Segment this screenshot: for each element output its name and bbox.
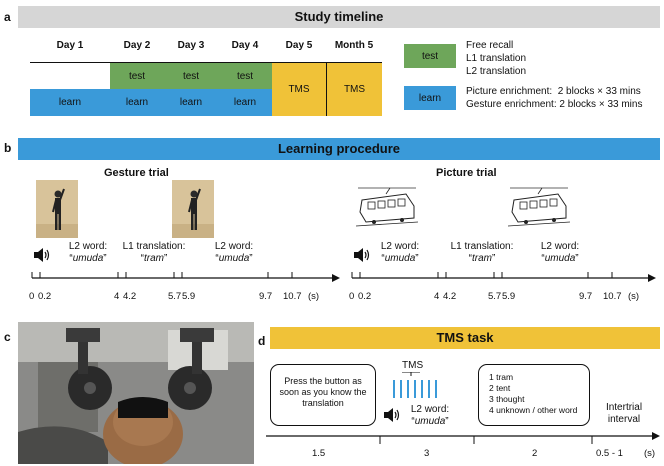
learn-cell-day2: learn <box>110 89 164 116</box>
picture-l1-translation: L1 translation:“tram” <box>450 241 514 264</box>
l2-label: L2 word: <box>540 241 580 252</box>
legend-test-line-2: L1 translation <box>466 53 527 64</box>
timeline-table: Day 1 Day 2 Day 3 Day 4 Day 5 Month 5 te… <box>30 36 382 116</box>
l1-label: L1 translation: <box>450 241 514 252</box>
tram-drawing-1 <box>356 184 418 230</box>
l2-value: umuda <box>72 253 104 264</box>
gesture-photo-1 <box>36 180 78 238</box>
tick-label: 4.2 <box>123 291 137 302</box>
tick-label: 9.7 <box>579 291 593 302</box>
speaker-icon <box>34 248 50 262</box>
option-1: 1 tram <box>489 372 514 382</box>
gesture-l1-translation: L1 translation:“tram” <box>122 241 186 264</box>
day-1-header: Day 1 <box>56 40 84 51</box>
day-5-header: Day 5 <box>285 40 313 51</box>
tick-label: 10.7 <box>283 291 302 302</box>
l2-value: umuda <box>544 253 576 264</box>
gesture-time-axis <box>31 272 340 282</box>
option-2: 2 tent <box>489 383 511 393</box>
tms-l2-word: L2 word:“umuda” <box>410 404 450 427</box>
duration-label: 0.5 - 1 <box>596 448 623 459</box>
tick-unit: (s) <box>308 291 320 302</box>
legend-test-line-1: Free recall <box>466 40 514 51</box>
l1-value: tram <box>144 253 164 264</box>
duration-label: 3 <box>424 448 430 459</box>
test-cell-day4: test <box>218 63 272 89</box>
tick-label: 4 <box>434 291 440 302</box>
tms-time-axis <box>266 432 660 444</box>
day-2-header: Day 2 <box>123 40 151 51</box>
l2-label: L2 word: <box>380 241 420 252</box>
tick-label: 0.2 <box>38 291 52 302</box>
l2-label: L2 word: <box>410 404 450 415</box>
tick-label: 0 <box>349 291 355 302</box>
tram-drawing-2 <box>508 184 570 230</box>
gesture-photo-2 <box>172 180 214 238</box>
options-box: 1 tram 2 tent 3 thought 4 unknown / othe… <box>478 364 590 426</box>
l2-label: L2 word: <box>214 241 254 252</box>
tick-label: 10.7 <box>603 291 622 302</box>
learn-cell-day3: learn <box>164 89 218 116</box>
l2-label: L2 word: <box>68 241 108 252</box>
day-3-header: Day 3 <box>177 40 205 51</box>
panel-a-letter: a <box>4 10 11 24</box>
legend-test-key: test <box>404 44 456 68</box>
tick-label: 5.7 <box>488 291 502 302</box>
l2-value: umuda <box>384 253 416 264</box>
duration-label: 2 <box>532 448 538 459</box>
tms-pulse-label: TMS <box>402 360 424 371</box>
tick-unit: (s) <box>628 291 640 302</box>
instruction-box: Press the button as soon as you know the… <box>270 364 376 426</box>
l2-value: umuda <box>414 416 446 427</box>
panel-b-letter: b <box>4 141 12 155</box>
intertrial-label: Intertrial interval <box>605 402 643 425</box>
tms-task-title: TMS task <box>270 327 660 349</box>
month-divider <box>326 63 327 116</box>
tms-cell-month5: TMS <box>327 63 382 116</box>
tick-label: 5.9 <box>502 291 516 302</box>
tick-label: 0.2 <box>358 291 372 302</box>
panel-c-letter: c <box>4 330 11 344</box>
gesture-trial-title: Gesture trial <box>104 167 169 179</box>
picture-l2-word-1: L2 word:“umuda” <box>380 241 420 264</box>
l1-value: tram <box>472 253 492 264</box>
tick-label: 5.7 <box>168 291 182 302</box>
duration-unit: (s) <box>644 448 656 459</box>
learn-cell-day4: learn <box>218 89 272 116</box>
speaker-icon <box>384 408 400 422</box>
test-cell-day2: test <box>110 63 164 89</box>
tick-label: 9.7 <box>259 291 273 302</box>
option-4: 4 unknown / other word <box>489 405 578 415</box>
day-4-header: Day 4 <box>231 40 259 51</box>
legend-test-line-3: L2 translation <box>466 66 527 77</box>
gesture-l2-word-1: L2 word:“umuda” <box>68 241 108 264</box>
duration-label: 1.5 <box>312 448 326 459</box>
tick-label: 4.2 <box>443 291 457 302</box>
picture-trial-title: Picture trial <box>436 167 497 179</box>
picture-time-axis <box>351 272 656 282</box>
header-divider <box>30 62 382 63</box>
option-3: 3 thought <box>489 394 525 404</box>
speaker-icon <box>354 248 370 262</box>
tms-photo <box>18 322 254 464</box>
tick-label: 4 <box>114 291 120 302</box>
picture-l2-word-2: L2 word:“umuda” <box>540 241 580 264</box>
test-cell-day3: test <box>164 63 218 89</box>
l2-value: umuda <box>218 253 250 264</box>
learning-procedure-title: Learning procedure <box>18 138 660 160</box>
tms-pulses <box>393 372 437 398</box>
month-5-header: Month 5 <box>334 40 374 51</box>
legend-learn-key: learn <box>404 86 456 110</box>
study-timeline-title: Study timeline <box>18 6 660 28</box>
gesture-l2-word-2: L2 word:“umuda” <box>214 241 254 264</box>
l1-label: L1 translation: <box>122 241 186 252</box>
tick-label: 5.9 <box>182 291 196 302</box>
instruction-text: Press the button as soon as you know the… <box>279 376 367 408</box>
legend-learn-line-1: Picture enrichment: 2 blocks × 33 mins <box>466 86 641 97</box>
learn-cell-day1: learn <box>30 89 110 116</box>
tick-label: 0 <box>29 291 35 302</box>
legend-learn-line-2: Gesture enrichment: 2 blocks × 33 mins <box>466 99 643 110</box>
panel-d-letter: d <box>258 334 266 348</box>
tms-cell-day5: TMS <box>272 63 326 116</box>
